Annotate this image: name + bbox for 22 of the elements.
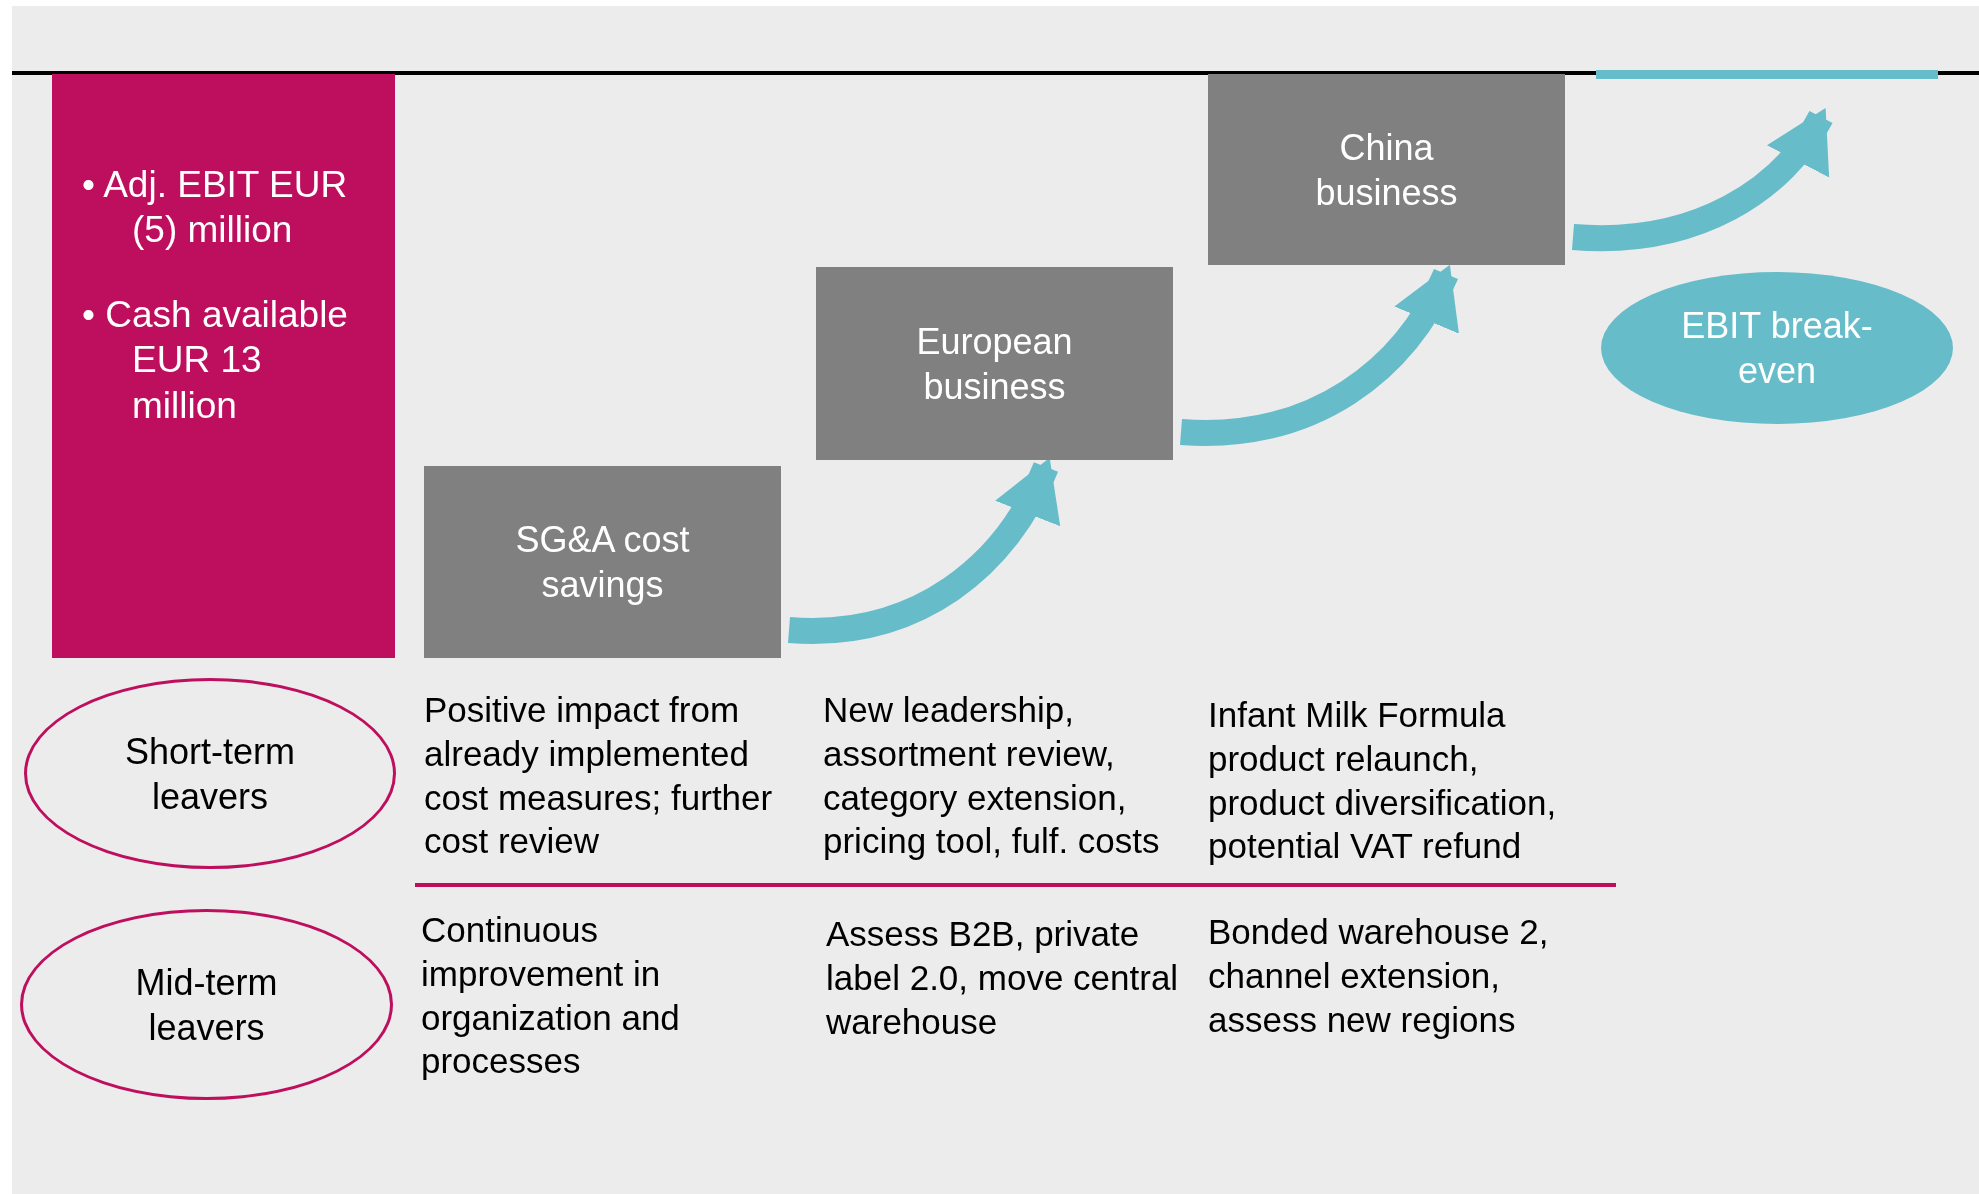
description-text: Positive impact from already implemented cost measures; further cost review <box>424 689 774 863</box>
node-label: Mid-term leavers <box>134 960 279 1050</box>
bullet-text: • Cash available EUR 13 million <box>82 293 349 428</box>
description-text: Bonded warehouse 2, channel extension, assess new regions <box>1208 911 1550 1041</box>
node-label: China business <box>1314 125 1459 215</box>
description-text: Infant Milk Formula product relaunch, product diversification, potential VAT refund <box>1208 694 1558 868</box>
node-label: SG&A cost savings <box>514 518 691 607</box>
curved-arrow <box>1572 108 1833 252</box>
node-label: European business <box>915 319 1074 409</box>
node-label: Short-term leavers <box>123 729 296 819</box>
description-text: Assess B2B, private label 2.0, move central warehouse <box>826 913 1180 1043</box>
bullet-text: • Adj. EBIT EUR (5) million <box>82 163 349 253</box>
summary-panel <box>52 74 395 658</box>
step-box <box>424 466 781 658</box>
description-text: Continuous improvement in organization and processes <box>421 909 681 1083</box>
category-ellipse <box>20 909 393 1100</box>
category-ellipse <box>24 678 396 869</box>
step-box <box>1208 74 1565 265</box>
curved-arrow <box>1180 264 1458 446</box>
node-label: EBIT break-even <box>1680 304 1874 393</box>
step-box <box>816 267 1173 460</box>
description-text: New leadership, assortment review, category extension, pricing tool, fulf. costs <box>823 689 1161 863</box>
